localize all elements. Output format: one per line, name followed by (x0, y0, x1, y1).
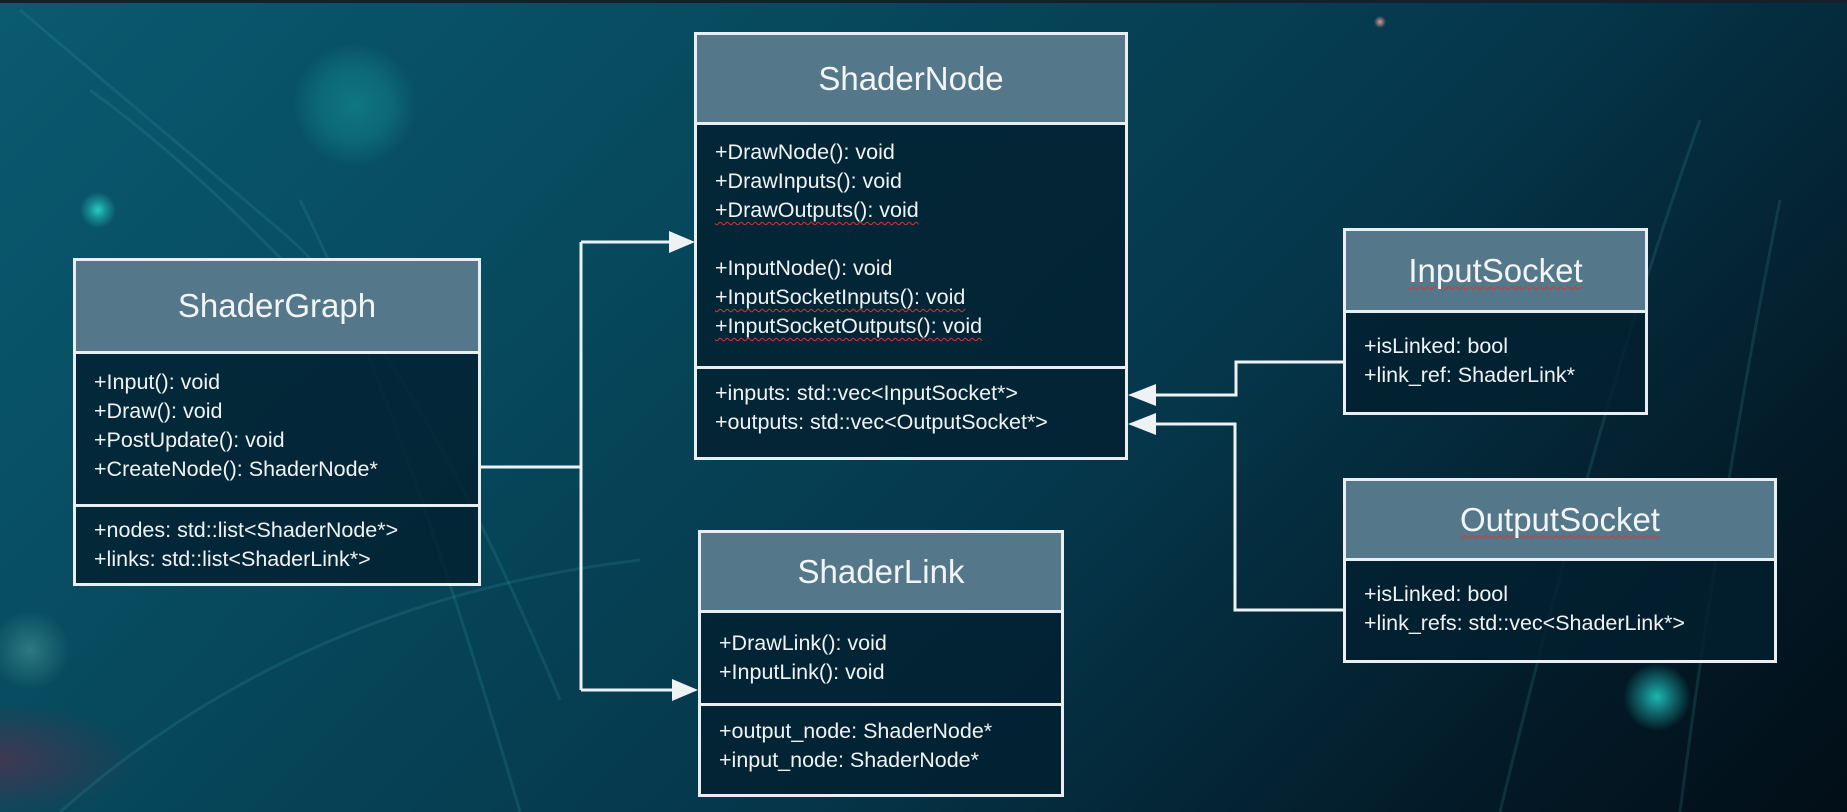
method: +CreateNode(): ShaderNode* (94, 457, 378, 481)
class-shaderlink: ShaderLink +DrawLink(): void +InputLink(… (698, 530, 1064, 797)
attribute: +isLinked: bool (1364, 582, 1509, 606)
method: +Input(): void (94, 370, 221, 394)
attribute: +link_refs: std::vec<ShaderLink*> (1364, 611, 1685, 635)
methods-section: +DrawLink(): void +InputLink(): void (701, 613, 1061, 706)
attribute: +outputs: std::vec<OutputSocket*> (715, 410, 1048, 434)
arrowhead-icon (669, 231, 695, 253)
class-shadernode: ShaderNode +DrawNode(): void +DrawInputs… (694, 32, 1128, 460)
attributes-section: +nodes: std::list<ShaderNode*> +links: s… (76, 507, 478, 574)
attribute: +nodes: std::list<ShaderNode*> (94, 518, 399, 542)
connector-inputsocket (1155, 360, 1343, 397)
attributes-section: +output_node: ShaderNode* +input_node: S… (701, 706, 1061, 775)
class-title: ShaderNode (697, 35, 1125, 125)
class-inputsocket: InputSocket +isLinked: bool +link_ref: S… (1343, 228, 1648, 415)
method: +InputSocketInputs(): void (715, 285, 966, 309)
arrowhead-icon (1128, 384, 1156, 406)
method: +DrawInputs(): void (715, 169, 903, 193)
method: +DrawLink(): void (719, 631, 887, 655)
class-title: InputSocket (1408, 251, 1583, 289)
method: +Draw(): void (94, 399, 223, 423)
attributes-section: +isLinked: bool +link_refs: std::vec<Sha… (1346, 561, 1774, 638)
method-spellcheck: +InputSocketInputs(): void (715, 283, 1125, 312)
method: +InputNode(): void (715, 256, 893, 280)
method: +DrawOutputs(): void (715, 198, 919, 222)
method: +PostUpdate(): void (94, 428, 285, 452)
methods-section: +Input(): void +Draw(): void +PostUpdate… (76, 354, 478, 507)
method-spellcheck: +DrawOutputs(): void (715, 196, 1125, 225)
attribute: +input_node: ShaderNode* (719, 748, 980, 772)
class-title-wrap: OutputSocket (1346, 481, 1774, 561)
connector-outputsocket (1155, 422, 1343, 612)
method: +DrawNode(): void (715, 140, 895, 164)
arrowhead-icon (672, 679, 698, 701)
method: +InputSocketOutputs(): void (715, 314, 983, 338)
attributes-section: +isLinked: bool +link_ref: ShaderLink* (1346, 313, 1645, 390)
class-title: OutputSocket (1460, 500, 1660, 538)
class-title: ShaderGraph (76, 261, 478, 354)
network-line (1498, 119, 1702, 812)
arrowhead-icon (1128, 413, 1156, 435)
attributes-section: +inputs: std::vec<InputSocket*> +outputs… (697, 369, 1125, 437)
attribute: +links: std::list<ShaderLink*> (94, 547, 371, 571)
attribute: +inputs: std::vec<InputSocket*> (715, 381, 1018, 405)
class-outputsocket: OutputSocket +isLinked: bool +link_refs:… (1343, 478, 1777, 663)
class-title-wrap: InputSocket (1346, 231, 1645, 313)
method-spellcheck: +InputSocketOutputs(): void (715, 312, 1125, 341)
attribute: +link_ref: ShaderLink* (1364, 363, 1575, 387)
class-title: ShaderLink (701, 533, 1061, 613)
attribute: +output_node: ShaderNode* (719, 719, 993, 743)
method: +InputLink(): void (719, 660, 885, 684)
network-line (59, 558, 641, 812)
top-band (0, 0, 1847, 3)
methods-section: +DrawNode(): void +DrawInputs(): void +D… (697, 125, 1125, 369)
attribute: +isLinked: bool (1364, 334, 1509, 358)
class-shadergraph: ShaderGraph +Input(): void +Draw(): void… (73, 258, 481, 586)
